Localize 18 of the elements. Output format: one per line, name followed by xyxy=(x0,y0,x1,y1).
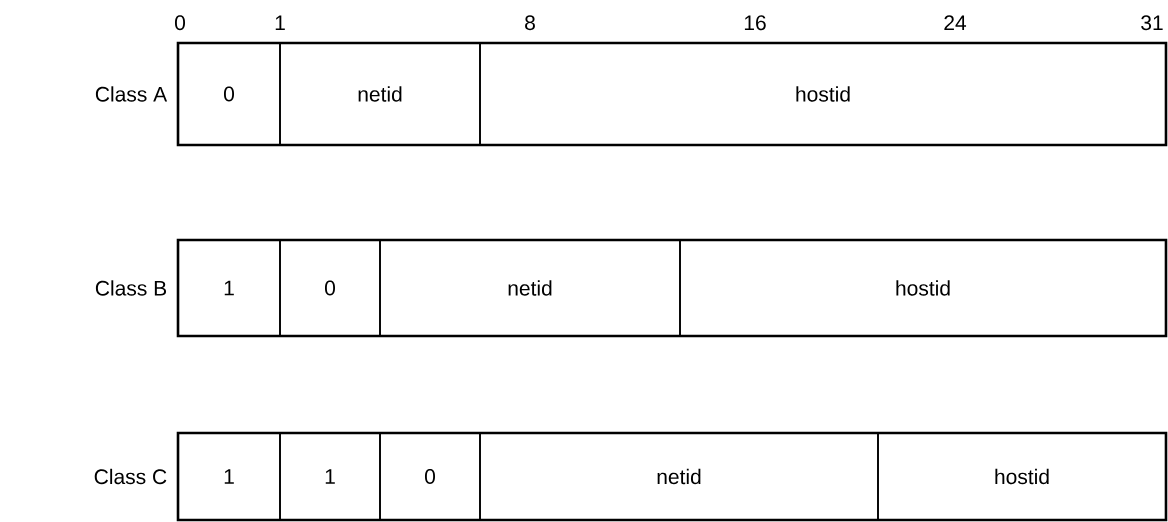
field-cell: 1 xyxy=(177,432,281,521)
node-label: Class C xyxy=(94,468,167,485)
field-cell: 0 xyxy=(379,432,481,521)
field-cell: 1 xyxy=(279,432,381,521)
field-cell: netid xyxy=(479,432,879,521)
field-cell: netid xyxy=(379,239,681,337)
field-cell: hostid xyxy=(479,42,1167,146)
field-cell: 0 xyxy=(177,42,281,146)
bit-number: 8 xyxy=(525,15,535,31)
field-cell: hostid xyxy=(877,432,1167,521)
node-label: Class A xyxy=(95,86,168,102)
bit-number: 0 xyxy=(175,15,186,31)
field-cell: netid xyxy=(279,42,481,146)
field-cell: 0 xyxy=(279,239,381,337)
node-label: Class B xyxy=(95,280,167,296)
bit-number: 1 xyxy=(275,15,285,30)
field-cell: 1 xyxy=(177,239,281,337)
field-cell: hostid xyxy=(679,239,1167,337)
